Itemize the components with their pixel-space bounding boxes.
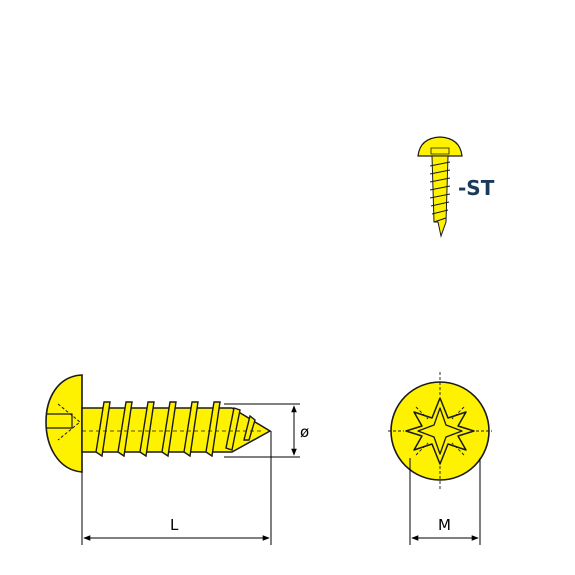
screw-side-view <box>45 374 272 473</box>
screw-top-view <box>388 372 492 490</box>
thumbnail-screw-icon <box>417 136 463 238</box>
drive-size-label: M <box>438 516 451 534</box>
diameter-label: ø <box>300 423 309 441</box>
screw-type-badge: -ST <box>458 176 495 200</box>
diameter-dimension <box>224 403 300 458</box>
drive-size-dimension <box>409 458 481 545</box>
length-dimension <box>81 431 272 545</box>
length-label: L <box>170 516 179 534</box>
